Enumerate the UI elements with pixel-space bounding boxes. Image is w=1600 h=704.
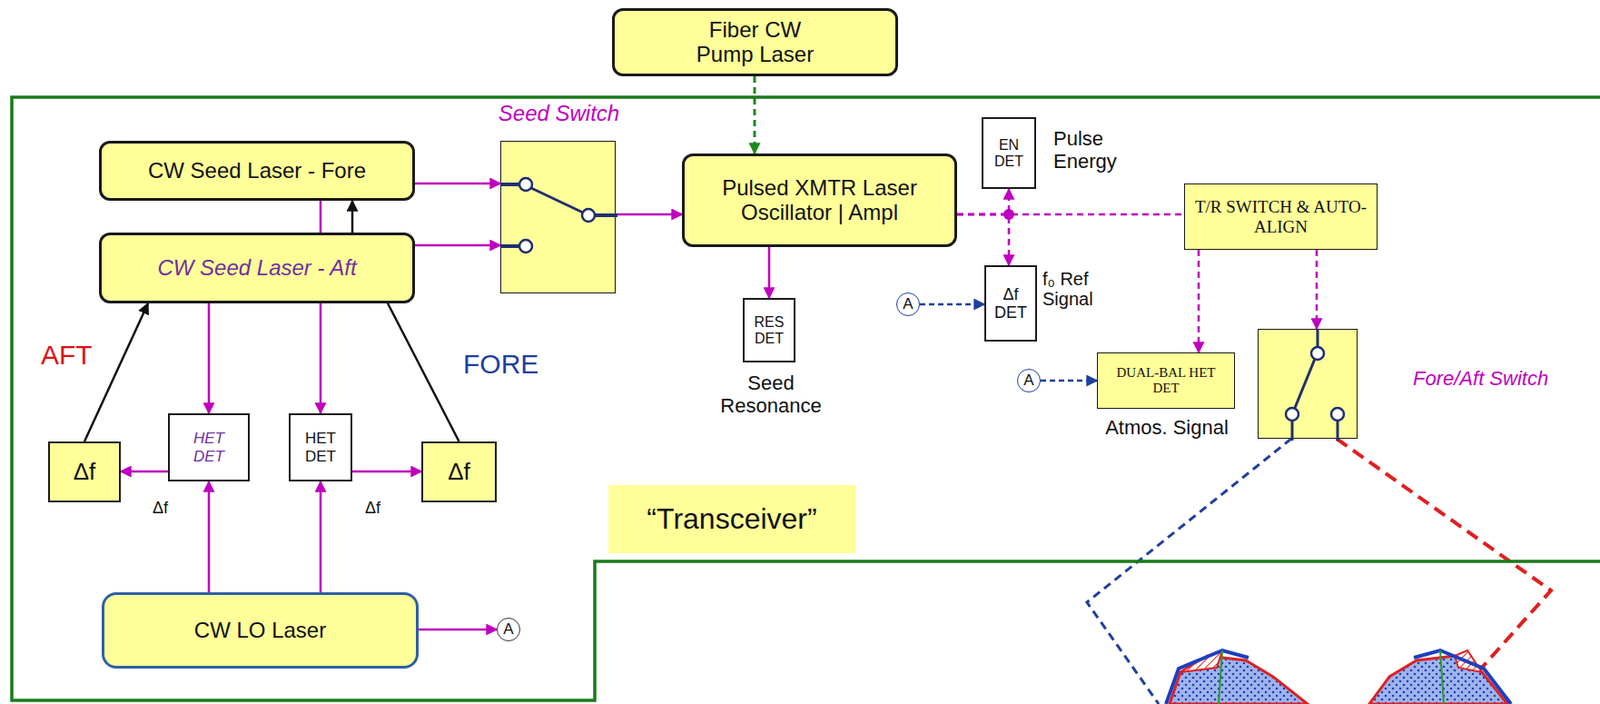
node-label: HET DET [186, 429, 232, 465]
connector-circle: A [896, 292, 920, 317]
node-label: A [902, 295, 913, 313]
node-caption: Atmos. Signal [1079, 416, 1255, 440]
node-label: DUAL-BAL HET DET [1111, 365, 1221, 396]
node-label: Δf [73, 458, 97, 485]
offset-box: Δf [421, 441, 497, 503]
beam-arrow [615, 213, 682, 217]
node-label: HET DET [297, 429, 344, 465]
connector-circle: A [496, 617, 521, 642]
detector-box: Δf DETf₀ Ref Signal [984, 265, 1038, 342]
beam-arrow [207, 481, 211, 593]
signal-dashed-arrow [1315, 249, 1319, 329]
node-caption: Seed Switch [474, 101, 644, 127]
laser-box: Pulsed XMTR Laser Oscillator | Ampl [681, 153, 958, 247]
signal-dashed-arrow [957, 213, 1185, 217]
node-caption: Seed Resonance [699, 372, 843, 417]
detector-box: EN DETPulse Energy [981, 117, 1037, 189]
laser-box: CW LO Laser [101, 592, 419, 669]
beam-arrow [84, 303, 149, 442]
offset-box: Δf [48, 441, 121, 503]
switch-symbol [501, 141, 617, 295]
node-label: T/R SWITCH & AUTO-ALIGN [1192, 197, 1370, 237]
direction-label: AFT [40, 339, 93, 370]
beam-arrow [352, 470, 422, 474]
node-caption: Fore/Aft Switch [1412, 367, 1577, 391]
beam-arrow [768, 246, 771, 298]
node-label: Fiber CW Pump Laser [691, 18, 820, 68]
beam-arrow [414, 182, 501, 186]
beam-arrow [120, 470, 168, 474]
signal-dashed-arrow [753, 76, 757, 154]
aft-beam-line [1336, 438, 1551, 704]
switch-box: T/R SWITCH & AUTO-ALIGN [1184, 183, 1378, 250]
node-label: CW Seed Laser - Aft [157, 256, 356, 281]
signal-dashed-arrow [919, 303, 985, 307]
node-label: CW Seed Laser - Fore [148, 158, 366, 184]
switch-box: Fore/Aft Switch [1257, 328, 1358, 439]
signal-dashed-arrow [957, 188, 1009, 215]
beam-arrow [418, 628, 497, 632]
fore-beam-line [1086, 438, 1292, 704]
switch-box: Seed Switch [500, 140, 616, 294]
detector-box: HET DET [167, 413, 250, 482]
node-label: RES DET [749, 314, 790, 347]
signal-label: Δf [365, 499, 381, 518]
node-label: Δf DET [990, 285, 1031, 322]
node-caption: “Transceiver” [608, 484, 856, 554]
aft-telescope [1369, 650, 1512, 704]
beam-arrow [207, 303, 211, 414]
signal-dashed-arrow [1197, 249, 1201, 353]
laser-box: CW Seed Laser - Fore [98, 140, 415, 201]
signal-dashed-arrow [1040, 379, 1097, 383]
node-label: Pulsed XMTR Laser Oscillator | Ampl [692, 176, 948, 226]
node-label: EN DET [988, 137, 1029, 170]
connector-circle: A [1017, 368, 1041, 393]
signal-label: Δf [152, 499, 168, 518]
laser-box: Fiber CW Pump Laser [612, 8, 899, 77]
detector-box: DUAL-BAL HET DETAtmos. Signal [1096, 352, 1235, 409]
node-label: CW LO Laser [194, 618, 326, 643]
switch-symbol [1258, 329, 1359, 440]
node-label: A [503, 620, 514, 638]
detector-box: HET DET [288, 413, 353, 482]
direction-label: FORE [463, 348, 539, 379]
signal-dashed-arrow [957, 214, 1009, 266]
detector-box: RES DETSeed Resonance [742, 297, 796, 363]
node-caption: Pulse Energy [1053, 128, 1136, 173]
beam-arrow [319, 481, 323, 593]
node-label: A [1023, 371, 1034, 389]
laser-box: CW Seed Laser - Aft [98, 232, 415, 304]
transceiver-region: “Transceiver” CW Seed Laser - Fore Seed Sw… [11, 97, 1600, 702]
beam-arrow [414, 244, 501, 247]
node-caption: f₀ Ref Signal [1042, 268, 1116, 310]
fore-telescope [1165, 650, 1308, 704]
node-label: Δf [447, 458, 471, 485]
